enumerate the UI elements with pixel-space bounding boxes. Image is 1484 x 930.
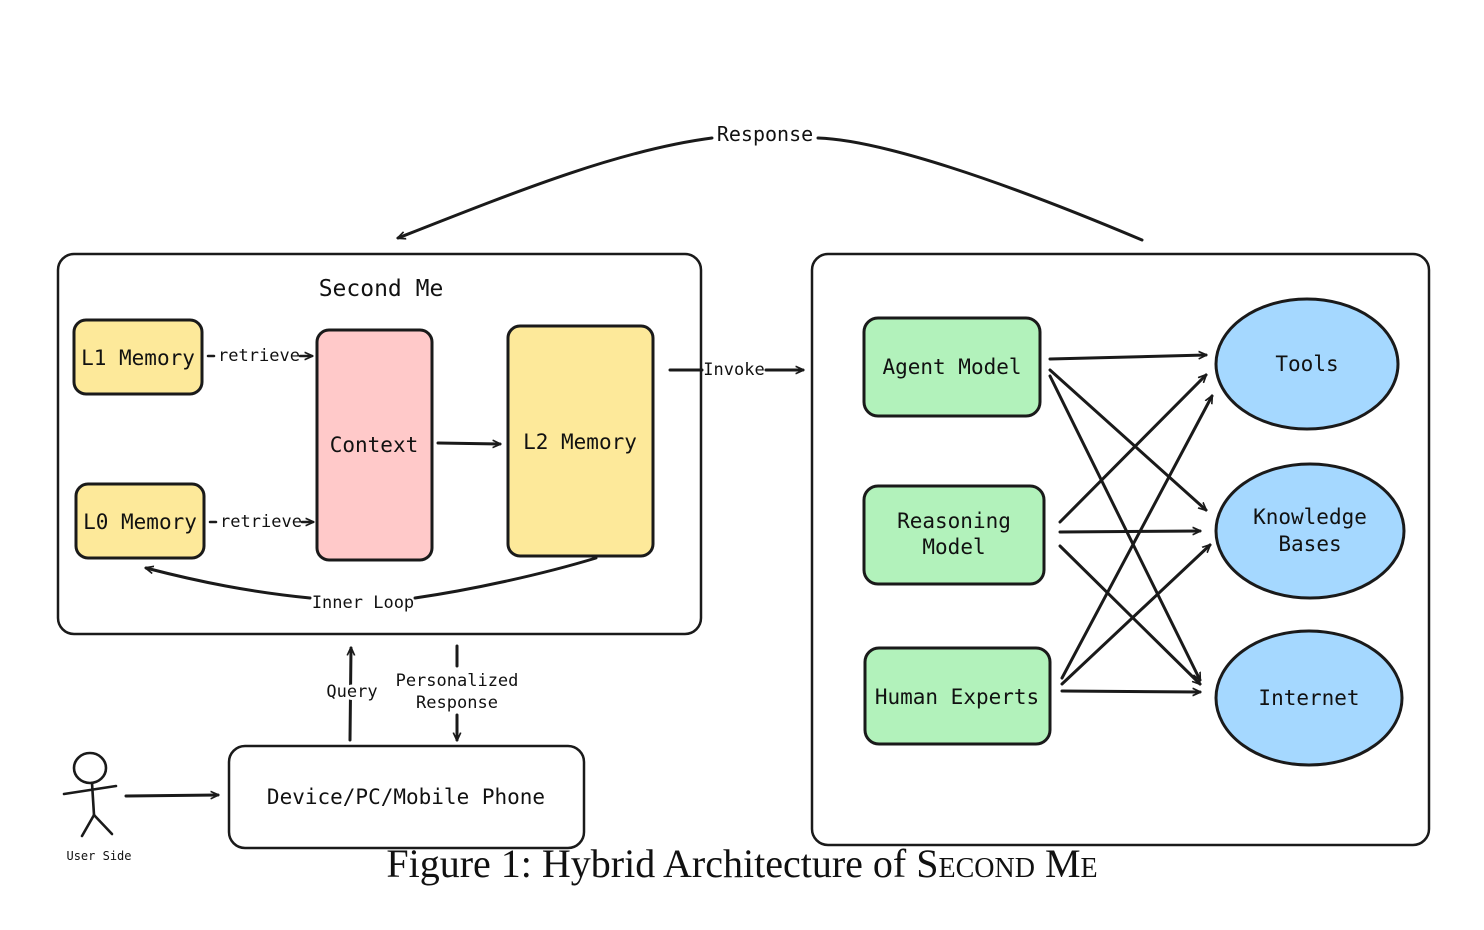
tools-node bbox=[1214, 297, 1400, 431]
personalized-response-label-line1: Personalized bbox=[396, 671, 519, 691]
internet-label: Internet bbox=[1258, 686, 1359, 710]
l2-memory-label: L2 Memory bbox=[523, 430, 637, 454]
l1-memory-box bbox=[72, 318, 204, 396]
human-experts-label: Human Experts bbox=[875, 685, 1039, 709]
invoke-arrow: Invoke bbox=[668, 360, 805, 380]
reasoning-model-label-line1: Reasoning bbox=[897, 509, 1011, 533]
human-to-knowledge-arrow bbox=[1060, 545, 1210, 686]
retrieve-label-l0: retrieve bbox=[220, 512, 302, 532]
agent-to-knowledge-arrow bbox=[1048, 368, 1206, 510]
agent-to-internet-arrow bbox=[1048, 374, 1202, 680]
invoke-label: Invoke bbox=[703, 360, 764, 380]
human-experts-box bbox=[863, 646, 1052, 746]
second-me-title: Second Me bbox=[319, 276, 444, 302]
device-box bbox=[227, 744, 586, 850]
figure-caption: Figure 1: Hybrid Architecture of Second … bbox=[0, 840, 1484, 887]
context-label: Context bbox=[330, 433, 419, 457]
reasoning-model-box bbox=[862, 484, 1046, 586]
agent-model-label: Agent Model bbox=[882, 355, 1021, 379]
l2-memory-box bbox=[506, 324, 655, 558]
retrieve-arrow-l1: retrieve bbox=[206, 346, 312, 366]
query-arrow bbox=[350, 648, 351, 742]
user-figure-icon bbox=[62, 751, 118, 838]
retrieve-label-l1: retrieve bbox=[218, 346, 300, 366]
response-arrow: Response bbox=[398, 122, 1144, 242]
l1-memory-label: L1 Memory bbox=[81, 346, 195, 370]
agent-model-box bbox=[862, 316, 1042, 418]
knowledge-bases-node bbox=[1214, 462, 1406, 600]
internet-node bbox=[1214, 629, 1404, 767]
caption-system-name: Second Me bbox=[916, 841, 1098, 886]
user-to-device-arrow bbox=[124, 795, 218, 796]
l0-memory-box bbox=[74, 482, 206, 560]
retrieve-arrow-l0: retrieve bbox=[208, 512, 313, 532]
response-label: Response bbox=[717, 122, 813, 146]
inner-loop-label: Inner Loop bbox=[312, 593, 414, 613]
query-label: Query bbox=[326, 682, 377, 702]
user-side-label: User Side bbox=[66, 849, 131, 863]
reasoning-to-knowledge-arrow bbox=[1058, 531, 1200, 532]
inner-loop-arrow: Inner Loop bbox=[146, 556, 598, 613]
human-to-internet-arrow bbox=[1060, 691, 1200, 692]
caption-prefix: Figure 1: Hybrid Architecture of bbox=[386, 841, 917, 886]
l0-memory-label: L0 Memory bbox=[83, 510, 197, 534]
agent-to-tools-arrow bbox=[1048, 355, 1206, 361]
model-resource-arrows bbox=[1048, 355, 1214, 692]
device-label: Device/PC/Mobile Phone bbox=[267, 785, 545, 809]
knowledge-bases-label-line1: Knowledge bbox=[1253, 505, 1367, 529]
reasoning-model-label-line2: Model bbox=[922, 535, 985, 559]
tools-label: Tools bbox=[1275, 352, 1338, 376]
reasoning-to-internet-arrow bbox=[1058, 544, 1200, 684]
context-to-l2-arrow bbox=[436, 443, 500, 444]
context-box bbox=[315, 328, 434, 562]
personalized-response-label-line2: Response bbox=[416, 693, 498, 713]
reasoning-to-tools-arrow bbox=[1058, 375, 1206, 524]
human-to-tools-arrow bbox=[1060, 396, 1214, 680]
knowledge-bases-label-line2: Bases bbox=[1278, 532, 1341, 556]
